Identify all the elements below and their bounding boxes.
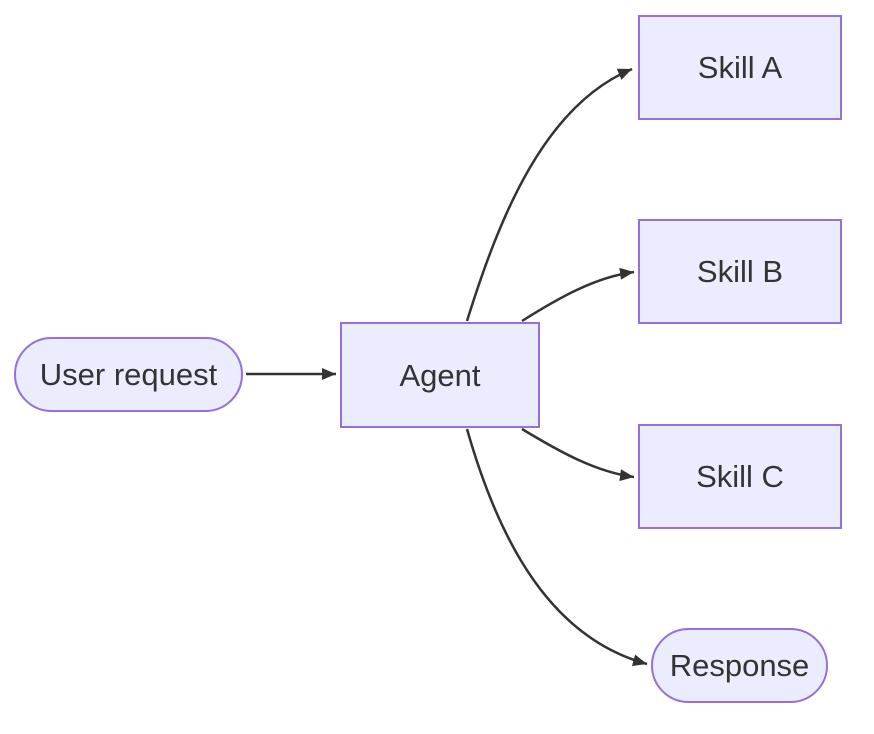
node-response: Response <box>651 628 828 703</box>
node-response-label: Response <box>669 648 810 683</box>
edge-agent-to-skill-b <box>521 267 635 323</box>
node-user-request-label: User request <box>39 357 218 392</box>
node-skill-c-label: Skill C <box>696 459 784 494</box>
edge-agent-to-response <box>465 428 648 667</box>
node-user-request: User request <box>14 337 243 412</box>
node-agent: Agent <box>340 322 540 428</box>
node-skill-a-label: Skill A <box>697 50 783 85</box>
edge-agent-to-skill-a <box>465 67 633 322</box>
node-skill-a: Skill A <box>638 15 842 120</box>
node-skill-c: Skill C <box>638 424 842 529</box>
edge-agent-to-skill-c <box>521 427 635 482</box>
node-agent-label: Agent <box>399 357 481 393</box>
node-skill-b-label: Skill B <box>696 254 784 289</box>
node-skill-b: Skill B <box>638 219 842 324</box>
